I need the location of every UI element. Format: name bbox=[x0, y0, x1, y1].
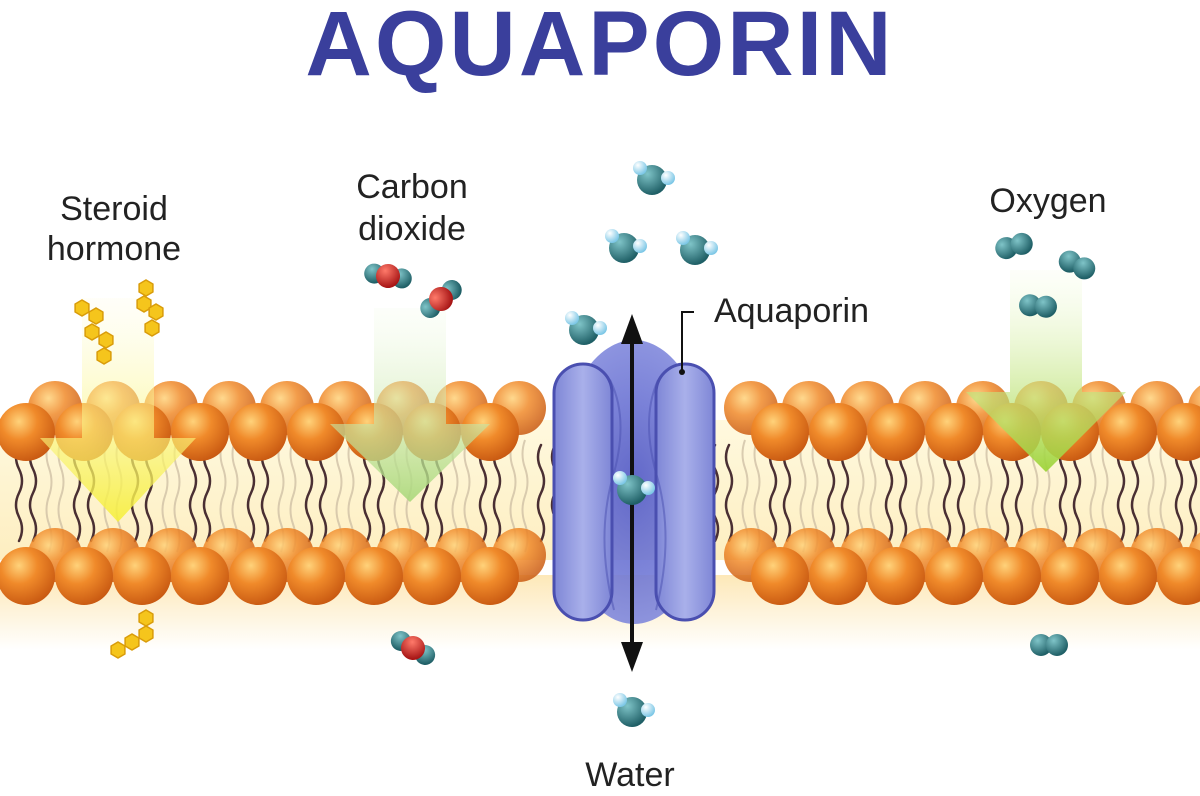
lipid-tail bbox=[246, 443, 256, 543]
lipid-tail bbox=[304, 443, 314, 543]
lipid-tail bbox=[724, 443, 734, 543]
lipid-head bbox=[55, 547, 113, 605]
lipid-head bbox=[1041, 547, 1099, 605]
lipid-head bbox=[867, 403, 925, 461]
lipid-tail bbox=[202, 443, 212, 543]
label-aquaporin: Aquaporin bbox=[714, 292, 869, 330]
lipid-head bbox=[867, 547, 925, 605]
lipid-head bbox=[287, 547, 345, 605]
lipid-tail bbox=[1174, 443, 1184, 543]
lipid-head bbox=[345, 547, 403, 605]
label-oxygen: Oxygen bbox=[989, 182, 1106, 220]
lipid-head bbox=[461, 547, 519, 605]
oxygen-diffusion-arrow bbox=[966, 270, 1126, 472]
lipid-tail bbox=[1188, 443, 1198, 543]
steroid-molecule-icon bbox=[74, 299, 114, 365]
lipid-head bbox=[0, 403, 55, 461]
label-steroid-line2: hormone bbox=[47, 230, 181, 268]
lipid-tail bbox=[14, 443, 24, 543]
lipid-tail bbox=[840, 443, 850, 543]
lipid-head bbox=[287, 403, 345, 461]
lipid-heads-bottom bbox=[0, 528, 1200, 605]
lipid-tail bbox=[28, 443, 38, 543]
lipid-head bbox=[1157, 403, 1200, 461]
lipid-head bbox=[809, 403, 867, 461]
steroid-molecule-icon bbox=[136, 279, 164, 337]
oxygen-molecule-icon bbox=[1030, 634, 1068, 656]
lipid-head bbox=[1157, 547, 1200, 605]
water-molecule-icon bbox=[565, 311, 607, 345]
lipid-head bbox=[1099, 403, 1157, 461]
water-molecule-icon bbox=[613, 471, 655, 505]
steroid-molecule-icon bbox=[110, 609, 154, 659]
lipid-tail bbox=[768, 443, 778, 543]
steroid-diffusion-arrow bbox=[40, 298, 196, 522]
lipid-head bbox=[403, 547, 461, 605]
lipid-tail bbox=[884, 443, 894, 543]
lipid-head bbox=[113, 547, 171, 605]
label-co2-line2: dioxide bbox=[358, 210, 466, 248]
lipid-tail bbox=[1116, 443, 1126, 543]
lipid-tail bbox=[782, 443, 792, 543]
co2-molecule-icon bbox=[390, 631, 436, 665]
molecules bbox=[74, 161, 1096, 727]
oxygen-molecule-icon bbox=[995, 232, 1033, 260]
lipid-tail bbox=[478, 443, 488, 543]
channel-subunit-right bbox=[654, 362, 716, 622]
page-title: AQUAPORIN bbox=[305, 0, 894, 95]
lipid-tail bbox=[188, 443, 198, 543]
lipid-head bbox=[809, 547, 867, 605]
oxygen-molecule-icon bbox=[1019, 294, 1057, 318]
lipid-tail bbox=[1072, 443, 1082, 543]
lipid-head bbox=[983, 547, 1041, 605]
water-molecule-icon bbox=[676, 231, 718, 265]
aquaporin-leader-line bbox=[681, 311, 694, 372]
co2-molecule-icon bbox=[364, 263, 412, 289]
lipid-tail bbox=[956, 443, 966, 543]
lipid-tail bbox=[942, 443, 952, 543]
lipid-tail bbox=[826, 443, 836, 543]
lipid-tail bbox=[536, 443, 546, 543]
lipid-head bbox=[461, 403, 519, 461]
lipid-tail bbox=[362, 443, 372, 543]
co2-molecule-icon bbox=[420, 280, 462, 318]
lipid-head bbox=[1099, 547, 1157, 605]
lipid-tail bbox=[1058, 443, 1068, 543]
lipid-tail bbox=[492, 443, 502, 543]
label-steroid-line1: Steroid bbox=[60, 190, 168, 228]
label-water: Water bbox=[585, 756, 674, 794]
lipid-tail bbox=[1014, 443, 1024, 543]
lipid-tail bbox=[1130, 443, 1140, 543]
lipid-head bbox=[751, 403, 809, 461]
lipid-head bbox=[229, 547, 287, 605]
lipid-tail bbox=[260, 443, 270, 543]
water-molecule-icon bbox=[633, 161, 675, 195]
lipid-head bbox=[925, 547, 983, 605]
lipid-tail bbox=[318, 443, 328, 543]
lipid-head bbox=[751, 547, 809, 605]
lipid-head bbox=[171, 547, 229, 605]
lipid-head bbox=[0, 547, 55, 605]
lipid-tail bbox=[898, 443, 908, 543]
water-molecule-icon bbox=[605, 229, 647, 263]
channel-subunit-left bbox=[552, 362, 614, 622]
water-molecule-icon bbox=[613, 693, 655, 727]
label-co2-line1: Carbon bbox=[356, 168, 468, 206]
aquaporin-channel bbox=[552, 340, 716, 624]
oxygen-molecule-icon bbox=[1058, 250, 1096, 280]
lipid-head bbox=[925, 403, 983, 461]
lipid-tail bbox=[1000, 443, 1010, 543]
co2-diffusion-arrow bbox=[330, 308, 490, 502]
lipid-head bbox=[229, 403, 287, 461]
